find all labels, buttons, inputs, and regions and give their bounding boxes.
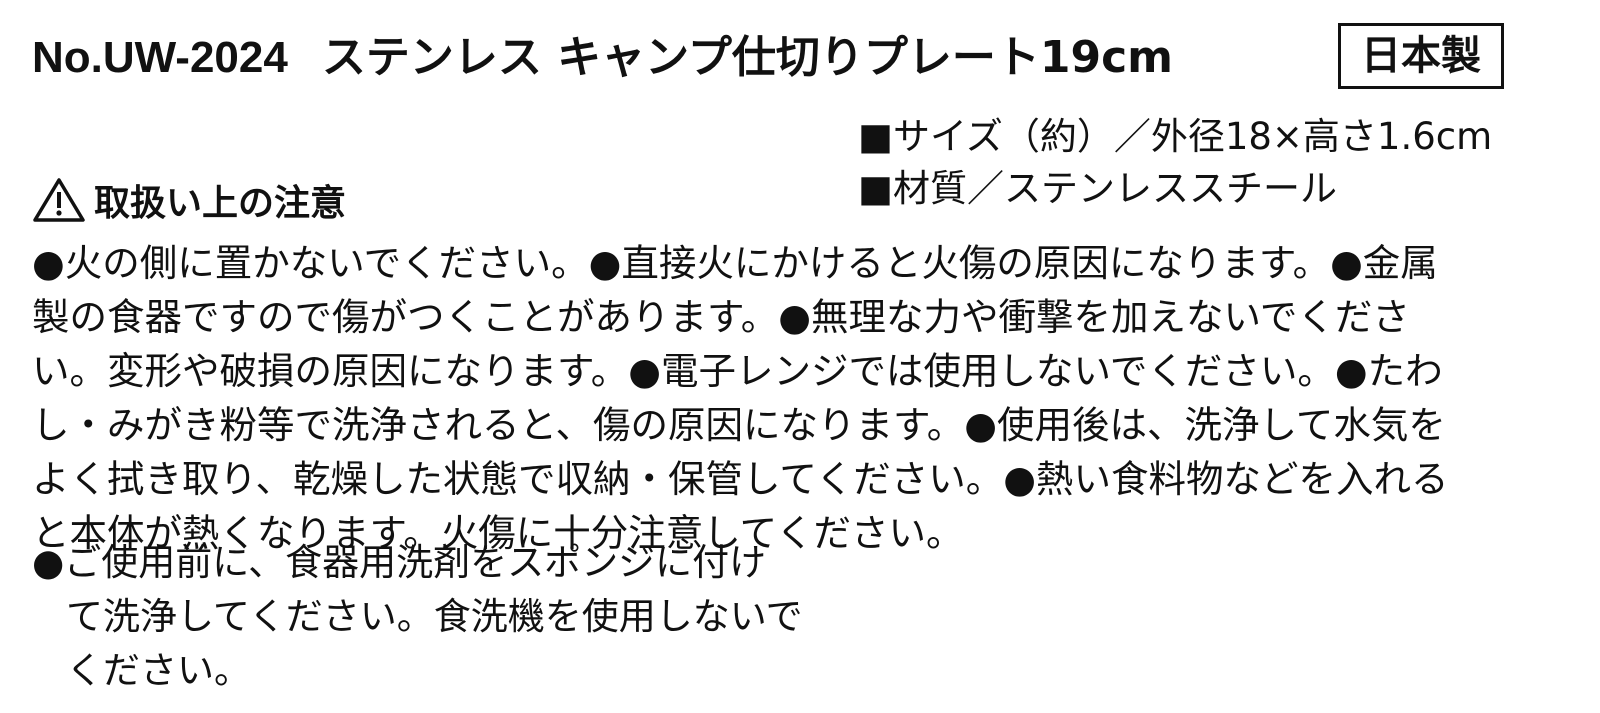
made-in-japan-badge: 日本製 — [1338, 23, 1504, 89]
caution-line: ●火の側に置かないでください。●直接火にかけると火傷の原因になります。●金属 — [32, 241, 1438, 285]
pre-use-note-line: て洗浄してください。食洗機を使用しないで — [66, 595, 803, 638]
caution-heading-text: 取扱い上の注意 — [94, 183, 347, 224]
caution-heading: 取扱い上の注意 — [32, 175, 346, 225]
spec-material: ■材質／ステンレススチール — [858, 167, 1337, 210]
caution-body: ●火の側に置かないでください。●直接火にかけると火傷の原因になります。●金属 製… — [32, 236, 1572, 560]
caution-line: し・みがき粉等で洗浄されると、傷の原因になります。●使用後は、洗浄して水気を — [32, 403, 1446, 447]
caution-line: い。変形や破損の原因になります。●電子レンジでは使用しないでください。●たわ — [32, 349, 1443, 393]
caution-line: よく拭き取り、乾燥した状態で収納・保管してください。●熱い食料物などを入れる — [32, 457, 1449, 501]
model-number: No.UW-2024 — [32, 33, 288, 82]
spec-size: ■サイズ（約）／外径18×高さ1.6cm — [858, 115, 1493, 158]
caution-line: 製の食器ですので傷がつくことがあります。●無理な力や衝撃を加えないでくださ — [32, 295, 1410, 339]
product-title: No.UW-2024 ステンレス キャンプ仕切りプレート19cm — [32, 28, 1173, 88]
pre-use-note: ●ご使用前に、食器用洗剤をスポンジに付け て洗浄してください。食洗機を使用しない… — [32, 536, 803, 698]
caution-line: と本体が熱くなります。火傷に十分注意してください。 — [32, 511, 964, 555]
warning-triangle-icon — [33, 178, 85, 222]
product-name: ステンレス キャンプ仕切りプレート19cm — [321, 32, 1174, 83]
pre-use-note-line: ●ご使用前に、食器用洗剤をスポンジに付け — [32, 541, 767, 584]
pre-use-note-line: ください。 — [66, 649, 251, 692]
